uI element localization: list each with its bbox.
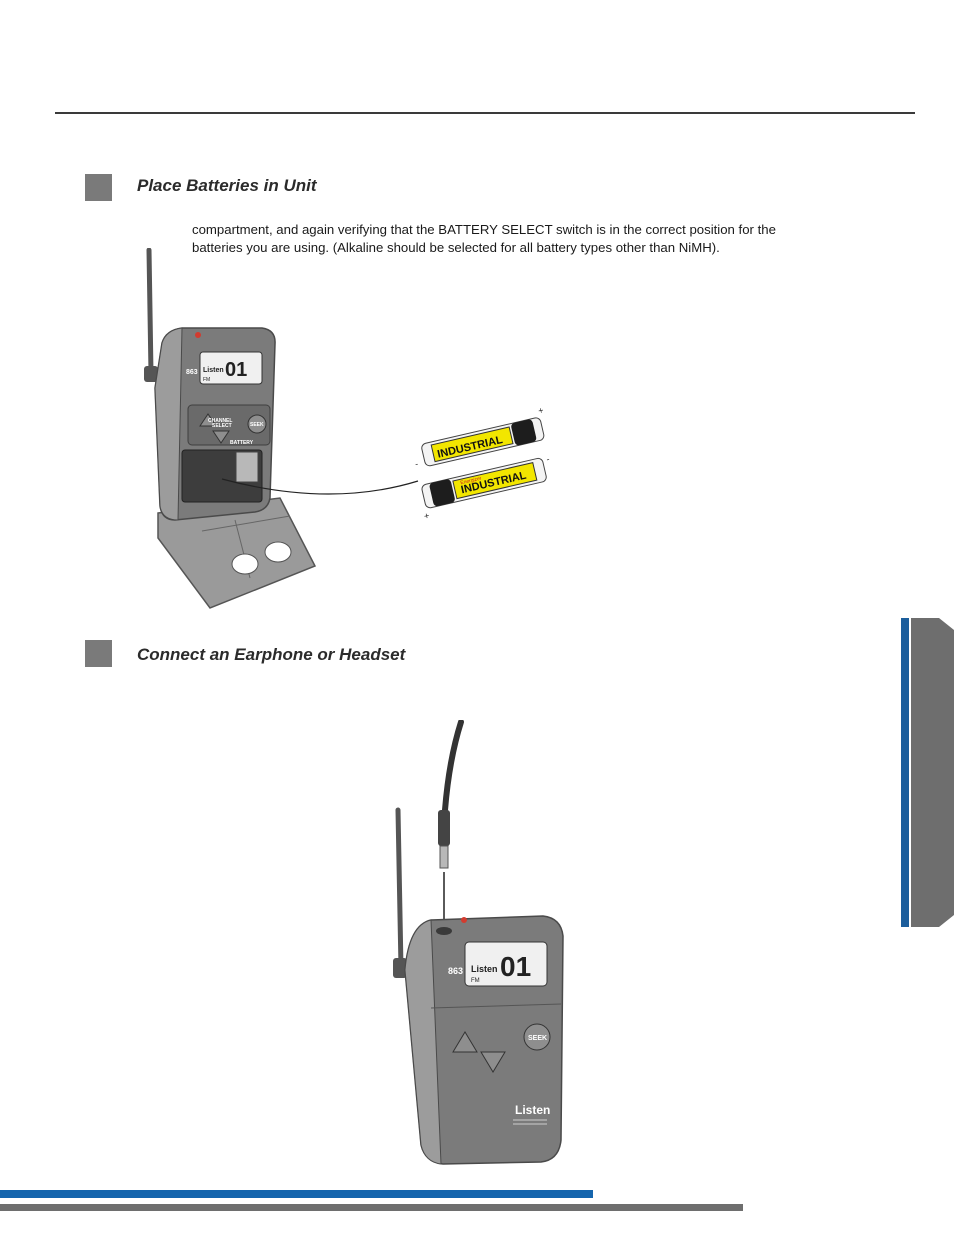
antenna xyxy=(395,807,404,971)
battery-lower-plus: + xyxy=(423,510,430,521)
receiver-side-panel xyxy=(404,919,442,1165)
earphone-connection-illustration: 01 Listen FM 863 SEEK Listen xyxy=(393,720,564,1165)
lcd-fm: FM xyxy=(471,978,480,984)
model-number: 863 xyxy=(448,966,463,976)
power-led xyxy=(195,332,201,338)
seek-label: SEEK xyxy=(250,422,264,428)
earphone-plug xyxy=(439,845,449,869)
model-number: 863 xyxy=(186,369,198,376)
select-label: SELECT xyxy=(212,423,232,429)
lcd-fm: FM xyxy=(203,377,210,383)
earphone-cable xyxy=(442,720,464,813)
lcd-display xyxy=(464,941,548,987)
channel-up-button[interactable] xyxy=(452,1031,478,1053)
section-heading-connect-earphone: Connect an Earphone or Headset xyxy=(137,645,406,664)
seek-button[interactable] xyxy=(523,1023,551,1051)
antenna-base xyxy=(144,366,158,382)
lcd-brand: Listen xyxy=(203,367,224,374)
seek-label: SEEK xyxy=(528,1035,547,1042)
battery-lower: INDUSTRIAL Energizer + - xyxy=(421,454,550,521)
lcd-channel-digits: 01 xyxy=(225,359,247,381)
footer-rule xyxy=(0,1204,743,1211)
instruction-line-2: batteries you are using. (Alkaline shoul… xyxy=(192,239,720,255)
plug-strain-relief xyxy=(438,810,450,846)
step-marker-1 xyxy=(85,174,112,201)
battery-lower-brand: Energizer xyxy=(460,476,483,487)
antenna xyxy=(146,248,154,376)
step-marker-2 xyxy=(85,640,112,667)
battery-select-switch[interactable] xyxy=(235,451,259,483)
battery-installation-illustration: 01 Listen FM 863 CHANNEL SELECT SEEK BAT… xyxy=(144,248,550,609)
lcd-channel-digits: 01 xyxy=(500,951,531,982)
chapter-tab xyxy=(911,618,954,927)
battery-upper-minus: - xyxy=(414,459,419,469)
brand-logo: Listen xyxy=(515,1103,550,1117)
antenna-base xyxy=(393,958,407,978)
channel-down-button[interactable] xyxy=(212,430,230,444)
lcd-display xyxy=(199,351,263,385)
battery-lower-minus: - xyxy=(545,454,550,464)
seek-button[interactable] xyxy=(247,414,267,434)
door-cutout-left xyxy=(231,553,259,575)
chapter-tab-stripe xyxy=(901,618,909,927)
header-rule xyxy=(55,112,915,114)
power-led xyxy=(461,917,467,923)
instruction-line-1: compartment, and again verifying that th… xyxy=(192,222,776,237)
battery-upper-plus: + xyxy=(537,405,544,416)
door-cutout-right xyxy=(264,541,292,563)
lcd-brand: Listen xyxy=(471,964,498,974)
battery-select-label: BATTERY xyxy=(230,440,254,446)
battery-upper: INDUSTRIAL + - xyxy=(414,405,545,469)
instruction-paragraph: compartment, and again verifying that th… xyxy=(192,221,872,256)
receiver-side-panel xyxy=(154,327,183,521)
pointer-line xyxy=(221,478,419,495)
channel-label: CHANNEL xyxy=(208,418,232,424)
earphone-jack xyxy=(436,927,452,935)
section-heading-place-batteries: Place Batteries in Unit xyxy=(137,176,317,195)
channel-up-button[interactable] xyxy=(199,413,217,427)
channel-down-button[interactable] xyxy=(480,1051,506,1073)
footer-accent-bar xyxy=(0,1190,593,1198)
